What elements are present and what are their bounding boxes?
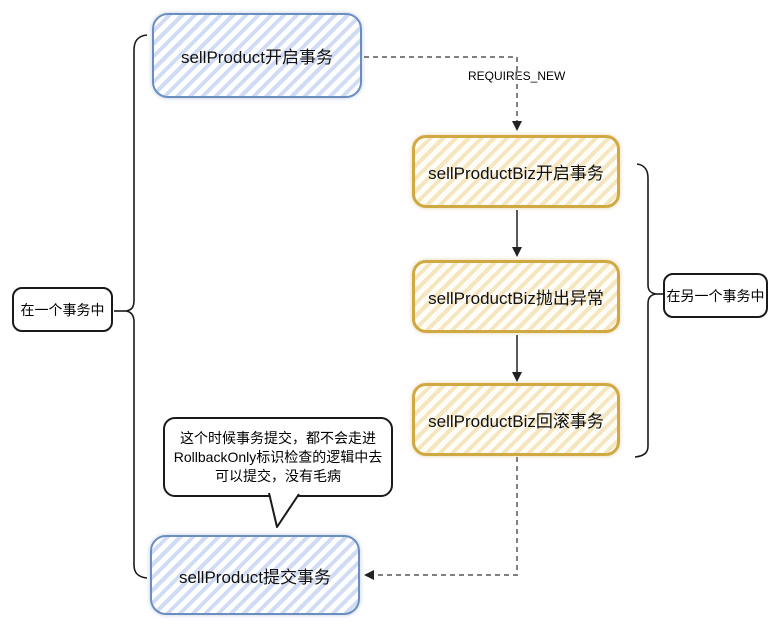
edge-label-requires-new: REQUIRES_NEW xyxy=(468,69,566,83)
right-bracket xyxy=(634,163,657,458)
arrowhead-down-bizbegin xyxy=(512,121,522,131)
node-sellproduct-begin: sellProduct开启事务 xyxy=(152,13,362,98)
left-bracket xyxy=(125,34,148,579)
callout-line-1: 这个时候事务提交，都不会走进 xyxy=(180,429,376,446)
node-sellproductbiz-rollback: sellProductBiz回滚事务 xyxy=(412,383,620,456)
node-sellproductbiz-begin: sellProductBiz开启事务 xyxy=(412,135,620,208)
edge-rollback-to-commit-dashed xyxy=(372,457,518,576)
callout-line-3: 可以提交，没有毛病 xyxy=(215,467,341,484)
arrowhead-down-bizthrow xyxy=(512,247,522,257)
arrowhead-left-commit xyxy=(364,570,374,580)
callout-line-2: RollbackOnly标识检查的逻辑中去 xyxy=(173,448,383,465)
node-sellproduct-commit: sellProduct提交事务 xyxy=(150,535,360,615)
left-bracket-label: 在一个事务中 xyxy=(12,287,113,332)
node-sellproductbiz-throw: sellProductBiz抛出异常 xyxy=(412,260,620,333)
callout-tail xyxy=(268,492,300,528)
edge-requires-new-dashed xyxy=(364,56,518,123)
callout-bubble: 这个时候事务提交，都不会走进 RollbackOnly标识检查的逻辑中去 可以提… xyxy=(163,417,393,497)
right-bracket-label: 在另一个事务中 xyxy=(663,273,768,318)
arrowhead-down-bizrollback xyxy=(512,372,522,382)
